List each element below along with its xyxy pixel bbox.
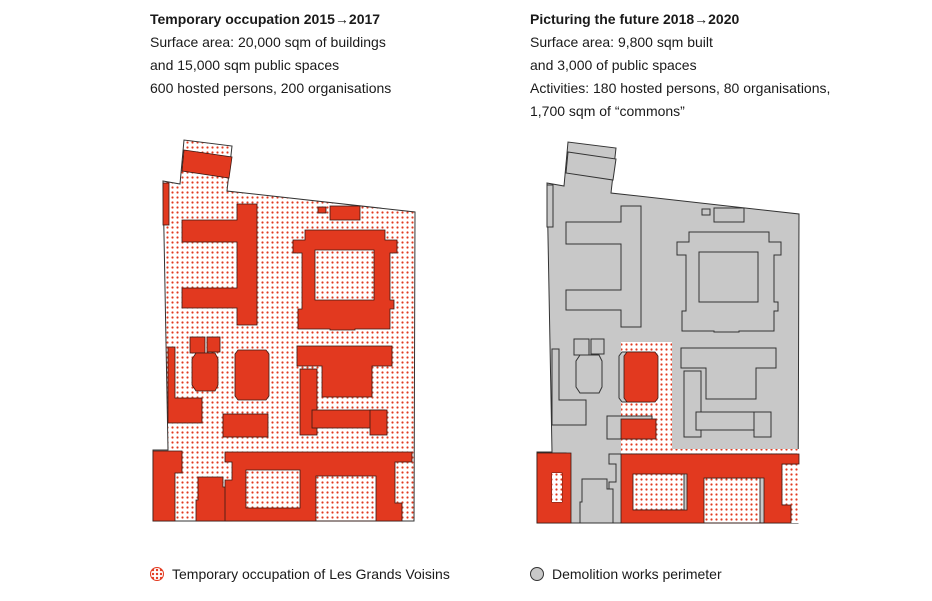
left-title: Temporary occupation 2015→2017 — [150, 11, 381, 27]
left-caption: Temporary occupation 2015→2017 Surface a… — [150, 8, 391, 100]
dotted-red-circle-icon — [150, 567, 164, 581]
right-line: Activities: 180 hosted persons, 80 organ… — [530, 80, 831, 96]
left-line: and 15,000 sqm public spaces — [150, 57, 340, 73]
right-line: Surface area: 9,800 sqm built — [530, 34, 713, 50]
legend-item-demolition: Demolition works perimeter — [530, 566, 722, 582]
map-temporary-occupation — [152, 139, 416, 522]
left-line: Surface area: 20,000 sqm of buildings — [150, 34, 386, 50]
right-caption: Picturing the future 2018→2020 Surface a… — [530, 8, 830, 123]
left-line: 600 hosted persons, 200 organisations — [150, 80, 392, 96]
map-future — [536, 141, 800, 524]
legend-item-occupation: Temporary occupation of Les Grands Voisi… — [150, 566, 450, 582]
right-line: and 3,000 of public spaces — [530, 57, 697, 73]
grey-circle-icon — [530, 567, 544, 581]
legend-label: Demolition works perimeter — [552, 566, 722, 582]
right-line: 1,700 sqm of “commons” — [530, 103, 685, 119]
legend-label: Temporary occupation of Les Grands Voisi… — [172, 566, 450, 582]
retained-buildings — [536, 351, 800, 524]
right-title: Picturing the future 2018→2020 — [530, 11, 740, 27]
